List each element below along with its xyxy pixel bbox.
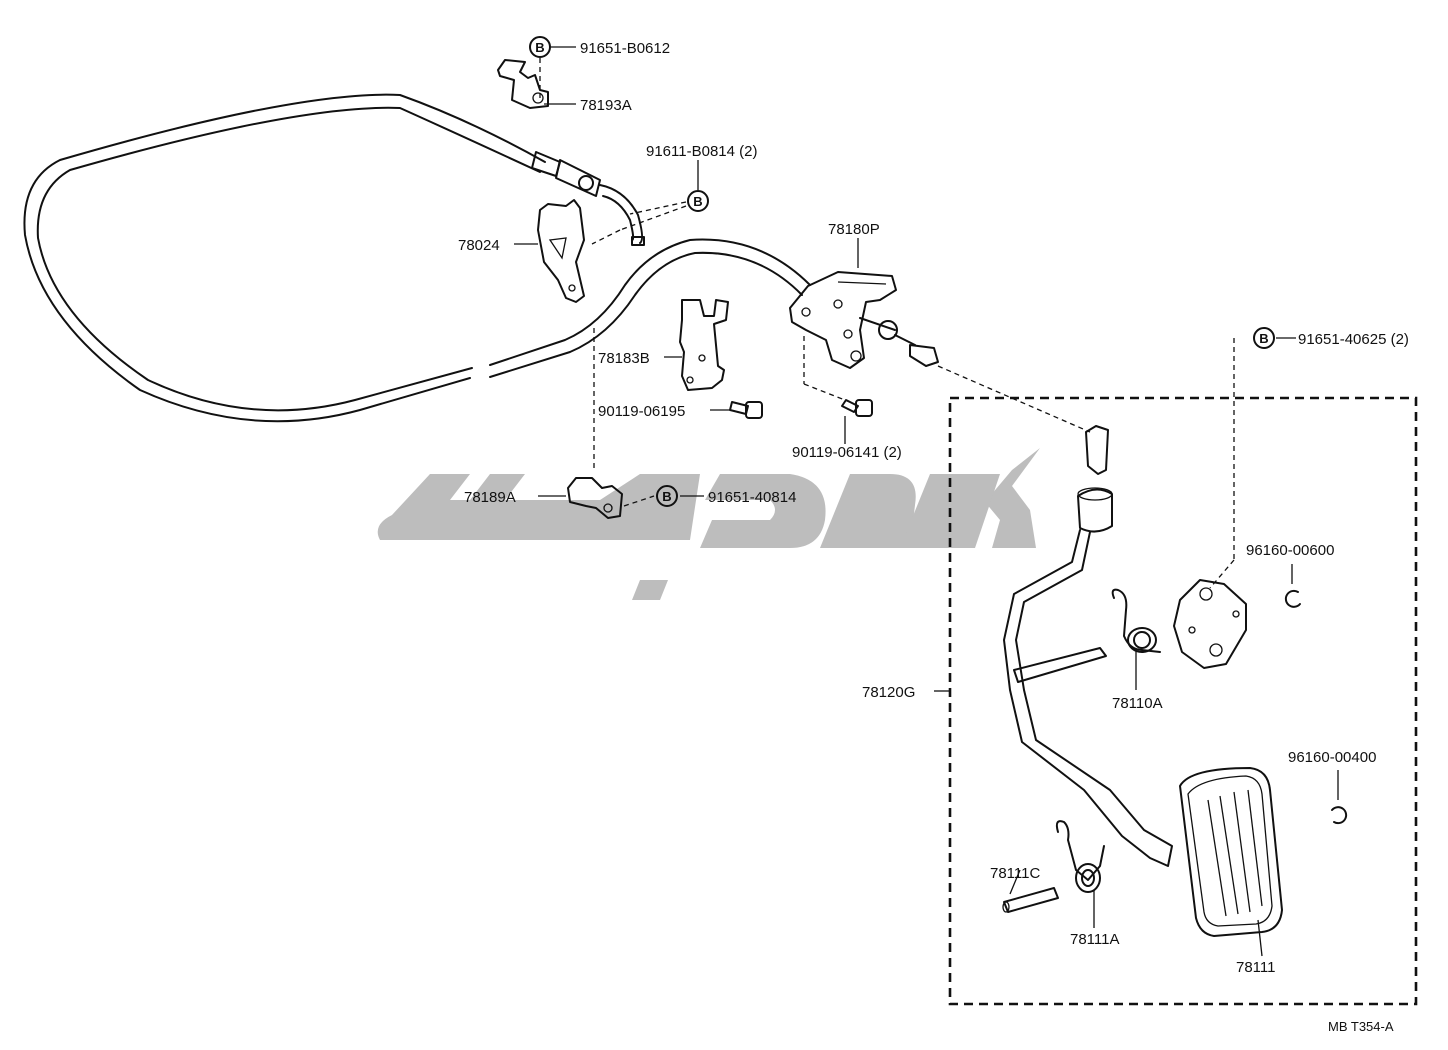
label-96160-00400[interactable]: 96160-00400 xyxy=(1288,749,1376,766)
pedal-lever-78120G xyxy=(1003,425,1173,867)
pedal-assembly-box xyxy=(948,396,1418,1006)
ering-96160-00600 xyxy=(1284,589,1301,608)
watermark-logo xyxy=(377,448,1040,600)
bolt-marker-b-3: B xyxy=(656,485,678,507)
bolt-marker-b-1: B xyxy=(529,36,551,58)
bolt-marker-b-2: B xyxy=(687,190,709,212)
label-78180P[interactable]: 78180P xyxy=(828,221,880,238)
bolt-marker-b-4: B xyxy=(1253,327,1275,349)
diagram-code: MB T354-A xyxy=(1328,1019,1394,1034)
part-labels: 91651-B0612 78193A 91611-B0814 (2) 78024… xyxy=(458,40,1409,1034)
label-78111A[interactable]: 78111A xyxy=(1070,931,1120,948)
label-78110A[interactable]: 78110A xyxy=(1112,695,1163,712)
svg-text:B: B xyxy=(693,194,702,209)
label-78120G[interactable]: 78120G xyxy=(862,684,915,701)
label-91611-B0814[interactable]: 91611-B0814 (2) xyxy=(646,143,757,160)
label-91651-40814[interactable]: 91651-40814 xyxy=(708,489,796,506)
bracket-78024 xyxy=(537,199,585,303)
bolt-90119-06141 xyxy=(841,399,873,417)
spring-78110A xyxy=(1111,588,1161,653)
bracket-78183B xyxy=(679,299,729,391)
label-91651-40625[interactable]: 91651-40625 (2) xyxy=(1298,331,1409,348)
clip-78193A xyxy=(497,59,549,109)
pedal-pad-78111 xyxy=(1179,767,1283,937)
pin-78111C xyxy=(1002,887,1059,913)
pedal-bracket xyxy=(1173,579,1247,669)
label-96160-00600[interactable]: 96160-00600 xyxy=(1246,542,1334,559)
label-78111[interactable]: 78111 xyxy=(1236,959,1276,976)
spring-78111A xyxy=(1055,820,1105,893)
svg-text:B: B xyxy=(535,40,544,55)
svg-text:B: B xyxy=(1259,331,1268,346)
ering-96160-00400 xyxy=(1331,806,1348,825)
throttle-cable xyxy=(23,93,811,423)
label-78193A[interactable]: 78193A xyxy=(580,97,632,114)
label-91651-B0612[interactable]: 91651-B0612 xyxy=(580,40,670,57)
label-78111C[interactable]: 78111C xyxy=(990,865,1040,882)
label-90119-06195[interactable]: 90119-06195 xyxy=(598,403,685,420)
clip-78189A xyxy=(567,477,623,519)
svg-text:B: B xyxy=(662,489,671,504)
label-90119-06141[interactable]: 90119-06141 (2) xyxy=(792,444,902,461)
label-78024[interactable]: 78024 xyxy=(458,237,500,254)
bolt-90119-06195 xyxy=(729,401,763,419)
label-78189A[interactable]: 78189A xyxy=(464,489,516,506)
label-78183B[interactable]: 78183B xyxy=(598,350,650,367)
bracket-78180P xyxy=(789,271,939,369)
